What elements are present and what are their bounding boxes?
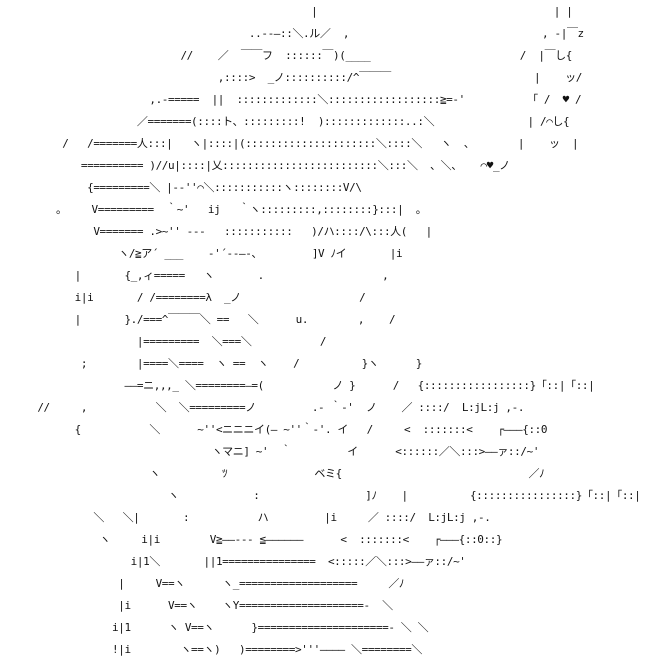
art-line: i|1＼ ||1=============== <:::::／＼:::>――ァ:… xyxy=(0,555,466,568)
art-line: i|1 ヽ V==ヽ }=====================- ＼ ＼ xyxy=(0,621,429,634)
art-line: !|i ヽ==ヽ) )========>'''―――― ＼========＼ xyxy=(0,643,422,656)
art-line: |========= ＼===＼ / xyxy=(0,335,327,348)
art-line: | V==ヽ ヽ_=================== ／ﾉ xyxy=(0,577,405,590)
art-line: | | | xyxy=(0,5,573,18)
art-line: {=========＼ |‐-''⌒＼:::::::::::ヽ::::::::V… xyxy=(0,181,362,194)
art-line: { ＼ ~''<ニニニイ(― ~''｀-'. イ / < :::::::< ┌―… xyxy=(0,423,548,436)
art-line: ..--―::＼.ル／ , , -|￣z xyxy=(0,27,584,40)
art-line: ——=ニ,,,_ ＼========―=( ノ } / {:::::::::::… xyxy=(0,379,595,392)
art-line: // , ＼ ＼=========ノ .- ｀-' ノ ／ ::::/ L:jL… xyxy=(0,401,525,414)
art-line: | {_,ィ===== ヽ . , xyxy=(0,269,389,282)
art-line: ヽ/≧ア´ ___ -'´-‐―-、 ]V ﾉイ |i xyxy=(0,247,403,260)
art-line: 。 V========= ｀~' ij ｀ヽ:::::::::,::::::::… xyxy=(0,203,427,216)
art-line: i|i / /========λ _ノ / xyxy=(0,291,366,304)
art-line: ／=======(::::ト、:::::::::! ):::::::::::::… xyxy=(0,115,570,128)
art-line: ========== )//u|::::|乂::::::::::::::::::… xyxy=(0,159,510,172)
art-line: ヽ i|i V≧――--- ≦―――――― < :::::::< ┌―――{::… xyxy=(0,533,503,546)
art-line: ヽ : ]ﾉ | {::::::::::::::::}「::|「::| xyxy=(0,489,641,502)
art-line: ,::::> _ノ::::::::::/^￣￣￣ | ッ/ xyxy=(0,71,583,84)
art-line: ＼ ＼| : ハ |i ／ ::::/ L:jL:j ,-. xyxy=(0,511,491,524)
art-line: ヽマニ] ~' ｀ イ <::::::／＼:::>――ァ::/~' xyxy=(0,445,540,458)
art-line: V======= .>~'' --- ::::::::::: )/ハ::::/\… xyxy=(0,225,432,238)
art-line: ,.-===== || :::::::::::::＼::::::::::::::… xyxy=(0,93,582,106)
art-line: ; |====＼==== ヽ == ヽ / }ヽ } xyxy=(0,357,422,370)
art-line: |i V==ヽ ヽY====================- ＼ xyxy=(0,599,393,612)
art-line: ヽ ﾂ ベミ{ ／ﾉ xyxy=(0,467,545,480)
art-line: | }./===^￣￣￣＼ == ＼ u. , / xyxy=(0,313,396,326)
art-line: // ／ ￣￣フ ::::::￣)(____ / |￣し{ xyxy=(0,49,573,62)
art-line: / /=======人:::| ヽ|::::|(::::::::::::::::… xyxy=(0,137,579,150)
